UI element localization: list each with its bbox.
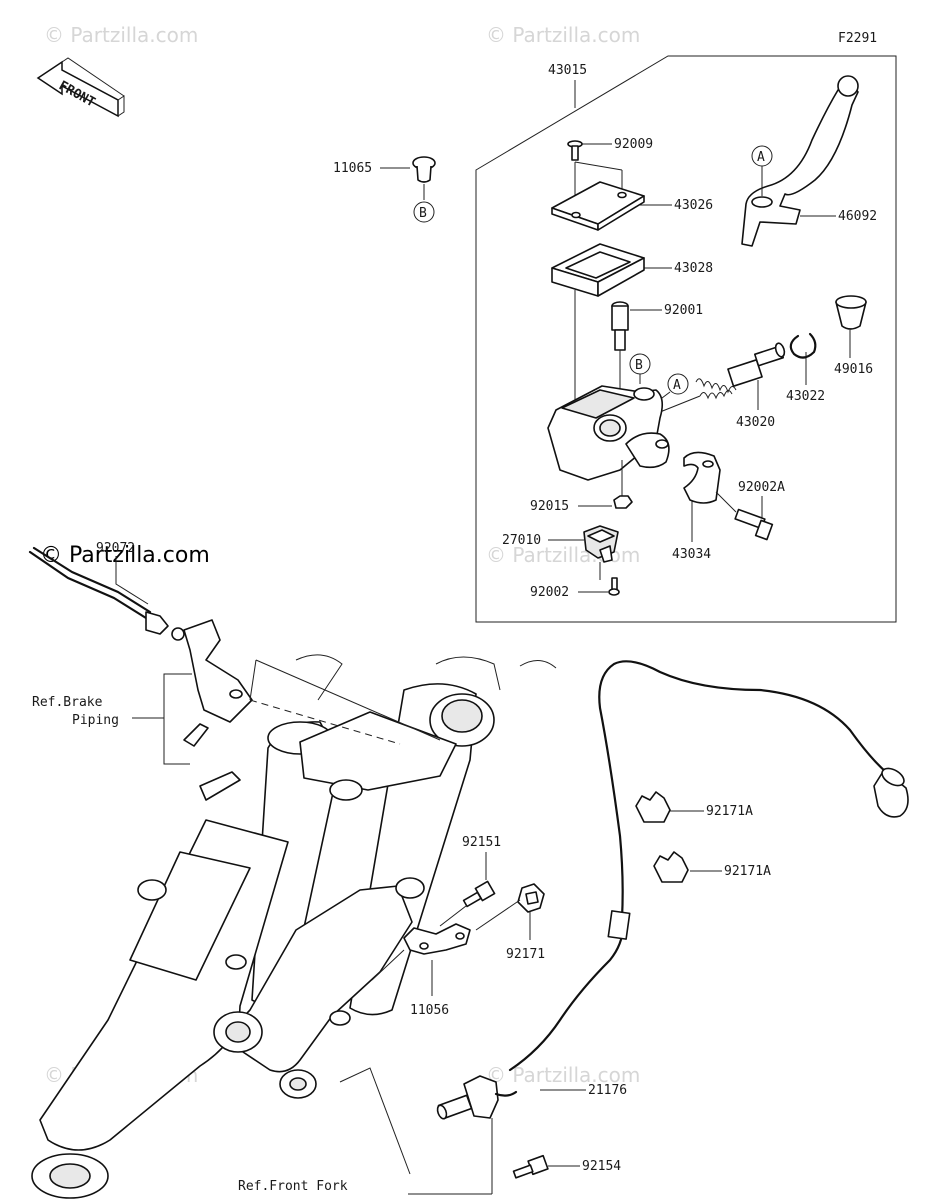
label-92002A: 92002A (738, 480, 785, 495)
screw-92002 (608, 577, 620, 596)
label-92072: 92072 (96, 541, 135, 556)
bolt-92154 (512, 1154, 549, 1179)
label-49016: 49016 (834, 362, 873, 377)
label-43026: 43026 (674, 198, 713, 213)
brake-hose-92072 (28, 546, 185, 641)
svg-text:A: A (673, 378, 681, 393)
bolt-92151 (462, 880, 496, 908)
label-11065: 11065 (333, 161, 372, 176)
label-46092: 46092 (838, 209, 877, 224)
screw-92009 (567, 140, 583, 161)
bracket-11056 (403, 923, 471, 955)
watermark: © Partzilla.com (44, 23, 198, 47)
nut-92015 (613, 495, 633, 509)
marker-b: B (413, 201, 435, 223)
bolt-92001 (611, 301, 629, 351)
label-43028: 43028 (674, 261, 713, 276)
watermark: © Partzilla.com (486, 1063, 640, 1087)
watermark: © Partzilla.com (486, 23, 640, 47)
brake-lever-46092 (741, 75, 859, 247)
clamp-92171 (517, 883, 545, 913)
label-92171A-2: 92171A (724, 864, 771, 879)
clip-92171A-1 (635, 791, 671, 823)
brake-piping-bracket (183, 619, 253, 747)
reservoir-cap-43026 (551, 181, 645, 231)
label-92154: 92154 (582, 1159, 621, 1174)
master-cylinder-body (547, 385, 670, 481)
label-92171: 92171 (506, 947, 545, 962)
circlip-43022 (789, 332, 817, 359)
diaphragm-43028 (551, 243, 645, 297)
label-92151: 92151 (462, 835, 501, 850)
label-92001: 92001 (664, 303, 703, 318)
label-21176: 21176 (588, 1083, 627, 1098)
watermark: © Partzilla.com (40, 543, 210, 568)
diagram-code: F2291 (838, 31, 877, 46)
bolt-92002A (734, 508, 774, 541)
ref-brake-piping-line2: Piping (72, 713, 119, 728)
svg-text:B: B (419, 206, 427, 221)
label-92171A-1: 92171A (706, 804, 753, 819)
clamp-43034 (683, 451, 721, 504)
piston-43020 (695, 342, 786, 400)
boot-49016 (835, 295, 867, 330)
master-cylinder-box (475, 55, 897, 623)
front-fork (31, 654, 557, 1199)
label-92015: 92015 (530, 499, 569, 514)
rubber-cap-11065 (412, 156, 436, 183)
ref-brake-piping-line1: Ref.Brake (32, 695, 103, 710)
svg-text:A: A (757, 150, 765, 165)
abs-sensor-harness (508, 660, 909, 1072)
label-43015: 43015 (548, 63, 587, 78)
label-43020: 43020 (736, 415, 775, 430)
label-43034: 43034 (672, 547, 711, 562)
label-11056: 11056 (410, 1003, 449, 1018)
label-43022: 43022 (786, 389, 825, 404)
svg-text:B: B (635, 358, 643, 373)
label-27010: 27010 (502, 533, 541, 548)
marker-a-body: A (667, 373, 689, 395)
marker-b-body: B (629, 353, 651, 375)
wheel-sensor-21176 (436, 1075, 518, 1120)
ref-front-fork: Ref.Front Fork (238, 1179, 348, 1194)
marker-a-lever: A (751, 145, 773, 167)
clip-92171A-2 (653, 851, 689, 883)
brake-switch-27010 (583, 525, 619, 563)
label-92009: 92009 (614, 137, 653, 152)
front-arrow-icon: FRONT (36, 57, 125, 118)
label-92002: 92002 (530, 585, 569, 600)
